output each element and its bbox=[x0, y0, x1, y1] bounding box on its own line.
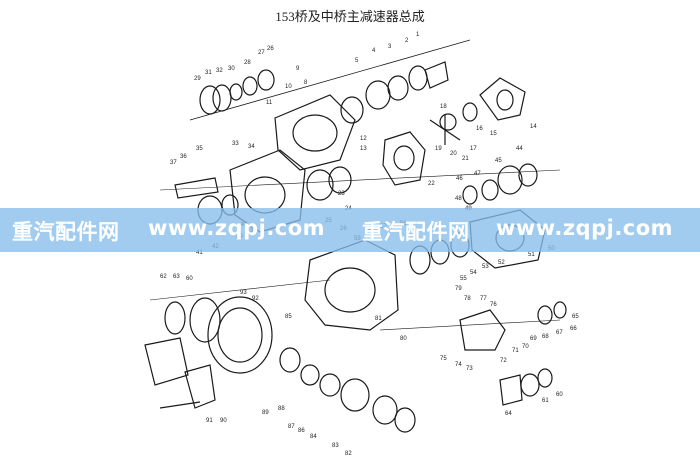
svg-text:73: 73 bbox=[466, 366, 473, 372]
svg-text:67: 67 bbox=[556, 330, 563, 336]
svg-text:41: 41 bbox=[196, 250, 203, 256]
svg-text:71: 71 bbox=[512, 348, 519, 354]
svg-text:62: 62 bbox=[160, 274, 167, 280]
svg-text:21: 21 bbox=[462, 156, 469, 162]
svg-text:16: 16 bbox=[476, 126, 483, 132]
svg-text:48: 48 bbox=[455, 196, 462, 202]
svg-text:44: 44 bbox=[516, 146, 523, 152]
svg-text:86: 86 bbox=[298, 428, 305, 434]
svg-text:64: 64 bbox=[505, 411, 512, 417]
svg-text:70: 70 bbox=[522, 344, 529, 350]
svg-text:88: 88 bbox=[278, 406, 285, 412]
svg-text:5: 5 bbox=[355, 58, 359, 64]
svg-text:63: 63 bbox=[173, 274, 180, 280]
svg-text:32: 32 bbox=[216, 68, 223, 74]
svg-text:60: 60 bbox=[556, 392, 563, 398]
svg-text:72: 72 bbox=[500, 358, 507, 364]
svg-text:66: 66 bbox=[570, 326, 577, 332]
svg-text:90: 90 bbox=[220, 418, 227, 424]
watermark-url-right: www.zqpj.com bbox=[496, 216, 674, 240]
svg-text:36: 36 bbox=[180, 154, 187, 160]
diagram-title: 153桥及中桥主减速器总成 bbox=[275, 9, 425, 24]
svg-text:75: 75 bbox=[440, 356, 447, 362]
svg-text:87: 87 bbox=[288, 424, 295, 430]
svg-text:34: 34 bbox=[248, 144, 255, 150]
svg-text:74: 74 bbox=[455, 362, 462, 368]
svg-text:79: 79 bbox=[455, 286, 462, 292]
svg-text:20: 20 bbox=[450, 151, 457, 157]
svg-text:33: 33 bbox=[232, 141, 239, 147]
svg-text:3: 3 bbox=[388, 44, 392, 50]
svg-text:83: 83 bbox=[332, 443, 339, 449]
svg-text:65: 65 bbox=[572, 314, 579, 320]
svg-text:68: 68 bbox=[542, 334, 549, 340]
svg-text:60: 60 bbox=[186, 276, 193, 282]
svg-text:4: 4 bbox=[372, 48, 376, 54]
svg-text:22: 22 bbox=[428, 181, 435, 187]
svg-text:89: 89 bbox=[262, 410, 269, 416]
svg-text:26: 26 bbox=[267, 46, 274, 52]
svg-text:15: 15 bbox=[490, 131, 497, 137]
svg-text:76: 76 bbox=[490, 302, 497, 308]
svg-text:35: 35 bbox=[196, 146, 203, 152]
svg-text:11: 11 bbox=[266, 100, 273, 106]
svg-text:69: 69 bbox=[530, 336, 537, 342]
svg-text:80: 80 bbox=[400, 336, 407, 342]
svg-text:51: 51 bbox=[528, 252, 535, 258]
svg-text:93: 93 bbox=[240, 290, 247, 296]
svg-text:37: 37 bbox=[170, 160, 177, 166]
svg-text:46: 46 bbox=[456, 176, 463, 182]
svg-text:81: 81 bbox=[375, 316, 382, 322]
svg-text:84: 84 bbox=[310, 434, 317, 440]
svg-text:17: 17 bbox=[470, 146, 477, 152]
svg-text:52: 52 bbox=[498, 260, 505, 266]
svg-text:10: 10 bbox=[285, 84, 292, 90]
svg-text:54: 54 bbox=[470, 270, 477, 276]
watermark-cn-left: 重汽配件网 bbox=[12, 220, 120, 244]
svg-text:13: 13 bbox=[360, 146, 367, 152]
svg-text:31: 31 bbox=[205, 70, 212, 76]
svg-text:18: 18 bbox=[440, 104, 447, 110]
svg-text:29: 29 bbox=[194, 76, 201, 82]
svg-text:92: 92 bbox=[252, 296, 259, 302]
svg-text:77: 77 bbox=[480, 296, 487, 302]
svg-text:27: 27 bbox=[258, 50, 265, 56]
svg-text:55: 55 bbox=[460, 276, 467, 282]
svg-text:47: 47 bbox=[474, 171, 481, 177]
watermark-cn-right: 重汽配件网 bbox=[362, 220, 470, 244]
svg-text:2: 2 bbox=[405, 38, 409, 44]
svg-text:12: 12 bbox=[360, 136, 367, 142]
svg-text:85: 85 bbox=[285, 314, 292, 320]
watermark-band bbox=[0, 208, 700, 252]
svg-text:19: 19 bbox=[435, 146, 442, 152]
svg-text:53: 53 bbox=[482, 264, 489, 270]
svg-text:61: 61 bbox=[542, 398, 549, 404]
svg-text:82: 82 bbox=[345, 451, 352, 457]
watermark-url-left: www.zqpj.com bbox=[148, 216, 326, 240]
svg-text:45: 45 bbox=[495, 158, 502, 164]
svg-text:9: 9 bbox=[296, 66, 300, 72]
svg-text:30: 30 bbox=[228, 66, 235, 72]
svg-text:8: 8 bbox=[304, 80, 308, 86]
svg-text:91: 91 bbox=[206, 418, 213, 424]
svg-text:28: 28 bbox=[244, 60, 251, 66]
svg-text:14: 14 bbox=[530, 124, 537, 130]
svg-text:78: 78 bbox=[464, 296, 471, 302]
svg-text:1: 1 bbox=[416, 32, 420, 38]
svg-text:23: 23 bbox=[338, 191, 345, 197]
